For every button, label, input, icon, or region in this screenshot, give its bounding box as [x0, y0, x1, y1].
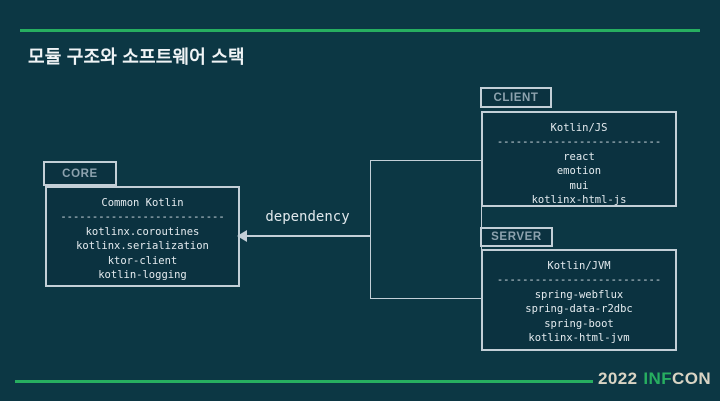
top-accent-line [20, 29, 700, 32]
dependency-connector-bracket [370, 160, 482, 299]
footer-logo: 2022 INFCON [598, 369, 711, 389]
core-box-title: Common Kotlin [101, 197, 184, 209]
core-box-item: ktor-client [107, 254, 178, 267]
footer-brand-con: CON [672, 369, 711, 388]
core-box-item: kotlinx.coroutines [85, 225, 200, 238]
client-box-item: react [563, 150, 595, 163]
client-module-box: Kotlin/JS -------------------------- rea… [481, 111, 677, 207]
slide-title: 모듈 구조와 소프트웨어 스택 [28, 47, 245, 67]
client-box-item: kotlinx-html-js [531, 194, 627, 207]
core-module-box: Common Kotlin --------------------------… [45, 186, 240, 287]
core-box-item: kotlin-logging [98, 269, 187, 282]
server-box-item: spring-data-r2dbc [525, 303, 633, 316]
server-box-item: spring-boot [544, 317, 614, 330]
server-module-box: Kotlin/JVM -------------------------- sp… [481, 249, 677, 351]
client-box-item: mui [569, 179, 589, 192]
core-box-divider: -------------------------- [60, 211, 225, 224]
bottom-accent-line [15, 380, 593, 383]
dependency-arrow-line [246, 235, 371, 237]
core-tab-label: CORE [62, 167, 98, 180]
core-box-item: kotlinx.serialization [76, 240, 209, 253]
dependency-label: dependency [265, 209, 350, 225]
server-box-title: Kotlin/JVM [547, 260, 611, 272]
footer-brand-inf: INF [643, 369, 673, 388]
client-module-tab: CLIENT [480, 87, 552, 108]
footer-year: 2022 [598, 369, 638, 388]
client-box-divider: -------------------------- [496, 136, 662, 149]
server-box-divider: -------------------------- [496, 274, 662, 287]
server-box-item: kotlinx-html-jvm [528, 332, 630, 345]
client-box-title: Kotlin/JS [550, 122, 608, 134]
client-box-item: emotion [556, 165, 602, 178]
server-box-item: spring-webflux [534, 288, 624, 301]
dependency-arrowhead-icon [237, 230, 247, 242]
core-module-tab: CORE [43, 161, 117, 186]
client-tab-label: CLIENT [493, 91, 539, 104]
server-module-tab: SERVER [480, 227, 553, 247]
server-tab-label: SERVER [491, 231, 542, 243]
